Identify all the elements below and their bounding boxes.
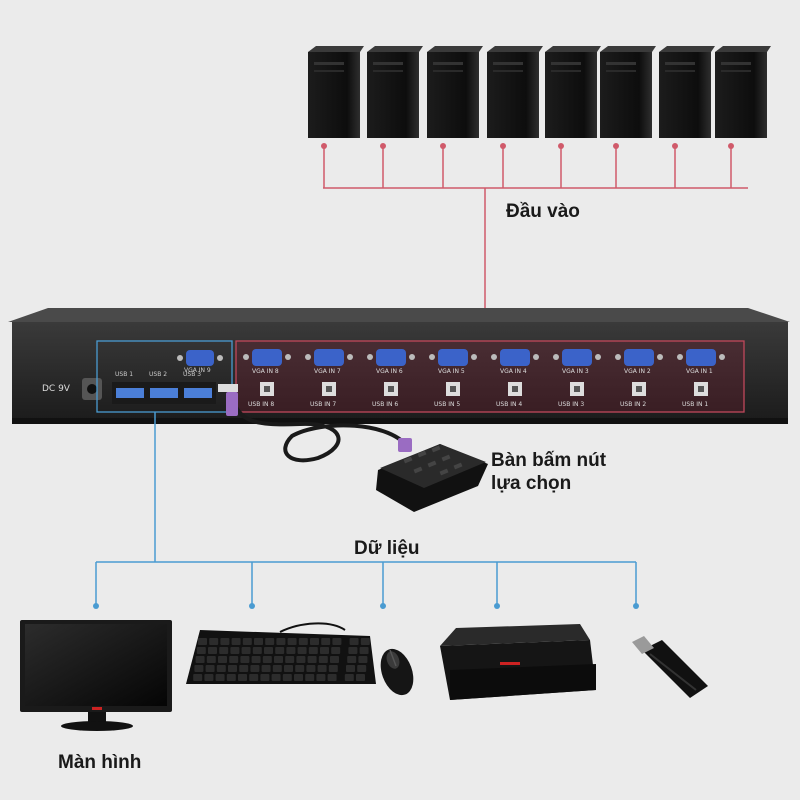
vga-input-port bbox=[376, 349, 406, 366]
monitor-label: Màn hình bbox=[58, 752, 142, 773]
vga-input-label: VGA IN 3 bbox=[562, 368, 589, 375]
selector-label-line1: Bàn bấm nút bbox=[491, 450, 607, 471]
mouse-image bbox=[380, 648, 414, 696]
vga-input-port bbox=[500, 349, 530, 366]
usb-host-port-label: USB 2 bbox=[149, 371, 168, 378]
input-node-dot bbox=[440, 143, 446, 149]
output-ports-highlight bbox=[96, 340, 233, 413]
output-connection-lines bbox=[96, 412, 636, 563]
keypad-port bbox=[218, 384, 238, 392]
pc-tower bbox=[367, 46, 423, 138]
vga-input-label: VGA IN 7 bbox=[314, 368, 341, 375]
monitor-image bbox=[20, 620, 172, 731]
vga-input-port bbox=[686, 349, 716, 366]
vga-input-label: VGA IN 2 bbox=[624, 368, 651, 375]
pc-tower bbox=[308, 46, 364, 138]
vga-input-port bbox=[438, 349, 468, 366]
usb-drive-image bbox=[632, 636, 708, 698]
input-node-dot bbox=[728, 143, 734, 149]
vga-input-label: VGA IN 5 bbox=[438, 368, 465, 375]
usb-input-label: USB IN 4 bbox=[496, 401, 523, 408]
input-node-dot bbox=[380, 143, 386, 149]
pc-tower bbox=[427, 46, 483, 138]
selector-cable bbox=[230, 397, 412, 463]
peripheral-drop-lines bbox=[93, 562, 639, 609]
vga-out-port bbox=[186, 350, 214, 366]
pc-tower bbox=[715, 46, 771, 138]
keyboard-image bbox=[186, 622, 376, 684]
usb-input-label: USB IN 6 bbox=[372, 401, 399, 408]
usb-input-label: USB IN 3 bbox=[558, 401, 585, 408]
pc-tower bbox=[659, 46, 715, 138]
selector-label-line2: lựa chọn bbox=[491, 473, 572, 494]
input-node-dot bbox=[613, 143, 619, 149]
vga-input-label: VGA IN 6 bbox=[376, 368, 403, 375]
usb-input-label: USB IN 8 bbox=[248, 401, 275, 408]
input-node-dot bbox=[321, 143, 327, 149]
pc-towers bbox=[308, 46, 771, 138]
input-node-dot bbox=[672, 143, 678, 149]
vga-input-port bbox=[252, 349, 282, 366]
power-label: DC 9V bbox=[42, 384, 70, 394]
usb-host-port-label: USB 1 bbox=[115, 371, 134, 378]
data-label: Dữ liệu bbox=[354, 538, 420, 559]
printer-image bbox=[440, 624, 596, 700]
selector-keypad bbox=[376, 444, 488, 512]
pc-tower bbox=[600, 46, 656, 138]
vga-input-port bbox=[314, 349, 344, 366]
input-connection-lines bbox=[321, 143, 748, 340]
usb-host-port-label: USB 3 bbox=[183, 371, 202, 378]
usb-input-label: USB IN 1 bbox=[682, 401, 709, 408]
vga-input-label: VGA IN 1 bbox=[686, 368, 713, 375]
vga-input-label: VGA IN 4 bbox=[500, 368, 527, 375]
usb-input-label: USB IN 2 bbox=[620, 401, 647, 408]
input-node-dot bbox=[500, 143, 506, 149]
purple-connector bbox=[226, 392, 238, 416]
pc-tower bbox=[487, 46, 543, 138]
kvm-switch bbox=[8, 308, 790, 424]
pc-tower bbox=[545, 46, 601, 138]
usb-input-label: USB IN 7 bbox=[310, 401, 337, 408]
vga-input-port bbox=[624, 349, 654, 366]
input-label: Đầu vào bbox=[506, 201, 580, 222]
usb-input-label: USB IN 5 bbox=[434, 401, 461, 408]
vga-out-label: VGA IN 9 bbox=[184, 367, 211, 374]
vga-input-port bbox=[562, 349, 592, 366]
vga-input-label: VGA IN 8 bbox=[252, 368, 279, 375]
input-node-dot bbox=[558, 143, 564, 149]
